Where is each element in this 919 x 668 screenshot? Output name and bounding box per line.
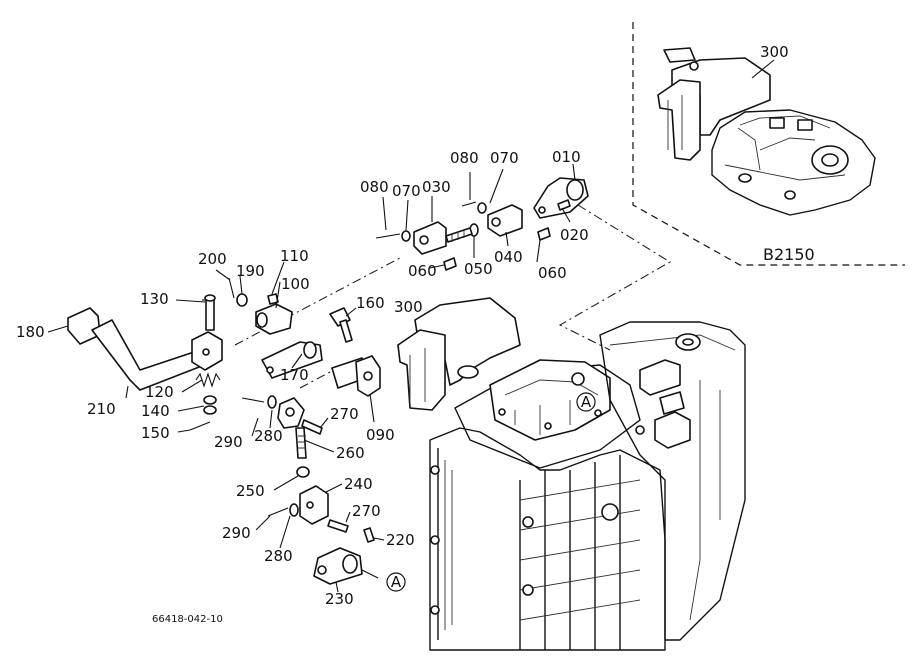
reference-lines xyxy=(234,204,671,389)
label-290-lower: 290 xyxy=(222,524,251,542)
label-140: 140 xyxy=(141,402,170,420)
reference-mark-a-linkage: A xyxy=(391,573,402,591)
label-150: 150 xyxy=(141,424,170,442)
label-120: 120 xyxy=(145,383,174,401)
label-060-right: 060 xyxy=(538,264,567,282)
lower-linkage-assembly xyxy=(241,395,379,585)
leader-lines xyxy=(47,163,576,593)
label-300-inset: 300 xyxy=(760,43,789,61)
label-100: 100 xyxy=(281,275,310,293)
label-270-lower: 270 xyxy=(352,502,381,520)
middle-linkage-assembly xyxy=(261,307,381,397)
label-240: 240 xyxy=(344,475,373,493)
reference-mark-linkage: A xyxy=(386,572,406,592)
label-170: 170 xyxy=(280,366,309,384)
label-180: 180 xyxy=(16,323,45,341)
label-070-left: 070 xyxy=(392,182,421,200)
label-250: 250 xyxy=(236,482,265,500)
label-070-right: 070 xyxy=(490,149,519,167)
label-080-left: 080 xyxy=(360,178,389,196)
inset-gearbox-drawing xyxy=(657,47,876,216)
label-280-upper: 280 xyxy=(254,427,283,445)
label-230: 230 xyxy=(325,590,354,608)
label-290-upper: 290 xyxy=(214,433,243,451)
reference-mark-housing: A xyxy=(576,392,596,412)
label-280-lower: 280 xyxy=(264,547,293,565)
label-160: 160 xyxy=(356,294,385,312)
inset-variant-frame xyxy=(632,22,905,266)
label-050: 050 xyxy=(464,260,493,278)
label-010: 010 xyxy=(552,148,581,166)
label-020: 020 xyxy=(560,226,589,244)
label-090: 090 xyxy=(366,426,395,444)
label-040: 040 xyxy=(494,248,523,266)
label-060-left: 060 xyxy=(408,262,437,280)
inset-callout-300: 300 xyxy=(751,43,789,79)
label-260: 260 xyxy=(336,444,365,462)
label-220: 220 xyxy=(386,531,415,549)
label-270-upper: 270 xyxy=(330,405,359,423)
label-030: 030 xyxy=(422,178,451,196)
reference-mark-a-housing: A xyxy=(581,393,592,411)
drawing-number: 66418-042-10 xyxy=(152,614,223,625)
label-300-main: 300 xyxy=(394,298,423,316)
upper-linkage-assembly xyxy=(375,177,589,271)
label-080-right: 080 xyxy=(450,149,479,167)
label-210: 210 xyxy=(87,400,116,418)
label-190: 190 xyxy=(236,262,265,280)
model-label-b2150: B2150 xyxy=(763,245,815,264)
transmission-housing xyxy=(397,297,746,651)
label-200: 200 xyxy=(198,250,227,268)
part-labels: 010 020 030 040 050 060 060 070 070 080 … xyxy=(16,148,589,608)
label-110: 110 xyxy=(280,247,309,265)
label-130: 130 xyxy=(140,290,169,308)
